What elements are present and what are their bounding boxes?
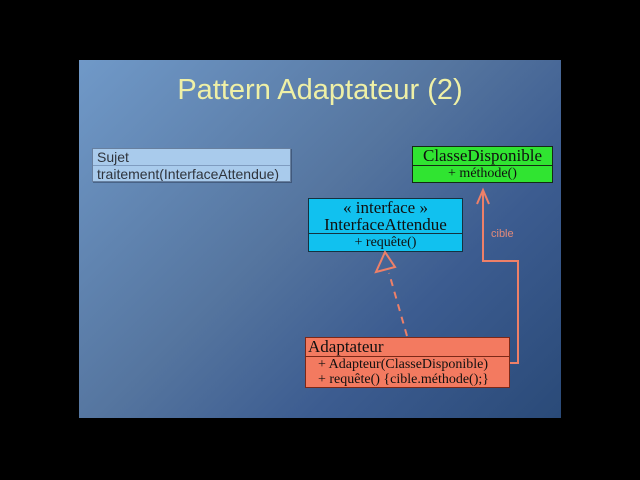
adaptateur-methods-section: + Adapteur(ClasseDisponible) + requête()… (306, 357, 509, 387)
adaptateur-method-requete: + requête() {cible.méthode();} (318, 372, 489, 387)
classedisponible-method: + méthode() (448, 166, 517, 181)
sujet-method: traitement(InterfaceAttendue) (93, 165, 290, 181)
interface-method: + requête() (354, 234, 417, 250)
interface-stereotype: « interface » (343, 198, 428, 217)
interface-class-name: InterfaceAttendue (324, 215, 447, 234)
uml-class-sujet: Sujet traitement(InterfaceAttendue) (92, 148, 291, 182)
uml-interface-interfaceattendue: « interface » InterfaceAttendue + requêt… (308, 198, 463, 252)
adaptateur-method-constructor: + Adapteur(ClasseDisponible) (318, 357, 489, 372)
sujet-class-name: Sujet (97, 149, 129, 165)
uml-class-adaptateur: Adaptateur + Adapteur(ClasseDisponible) … (305, 337, 510, 388)
adaptateur-class-name: Adaptateur (306, 338, 509, 357)
association-label-cible: cible (491, 228, 514, 240)
classedisponible-class-name: ClasseDisponible (413, 147, 552, 166)
slide-title: Pattern Adaptateur (2) (177, 74, 463, 106)
uml-class-classedisponible: ClasseDisponible + méthode() (412, 146, 553, 183)
interface-title-section: « interface » InterfaceAttendue (309, 199, 462, 234)
